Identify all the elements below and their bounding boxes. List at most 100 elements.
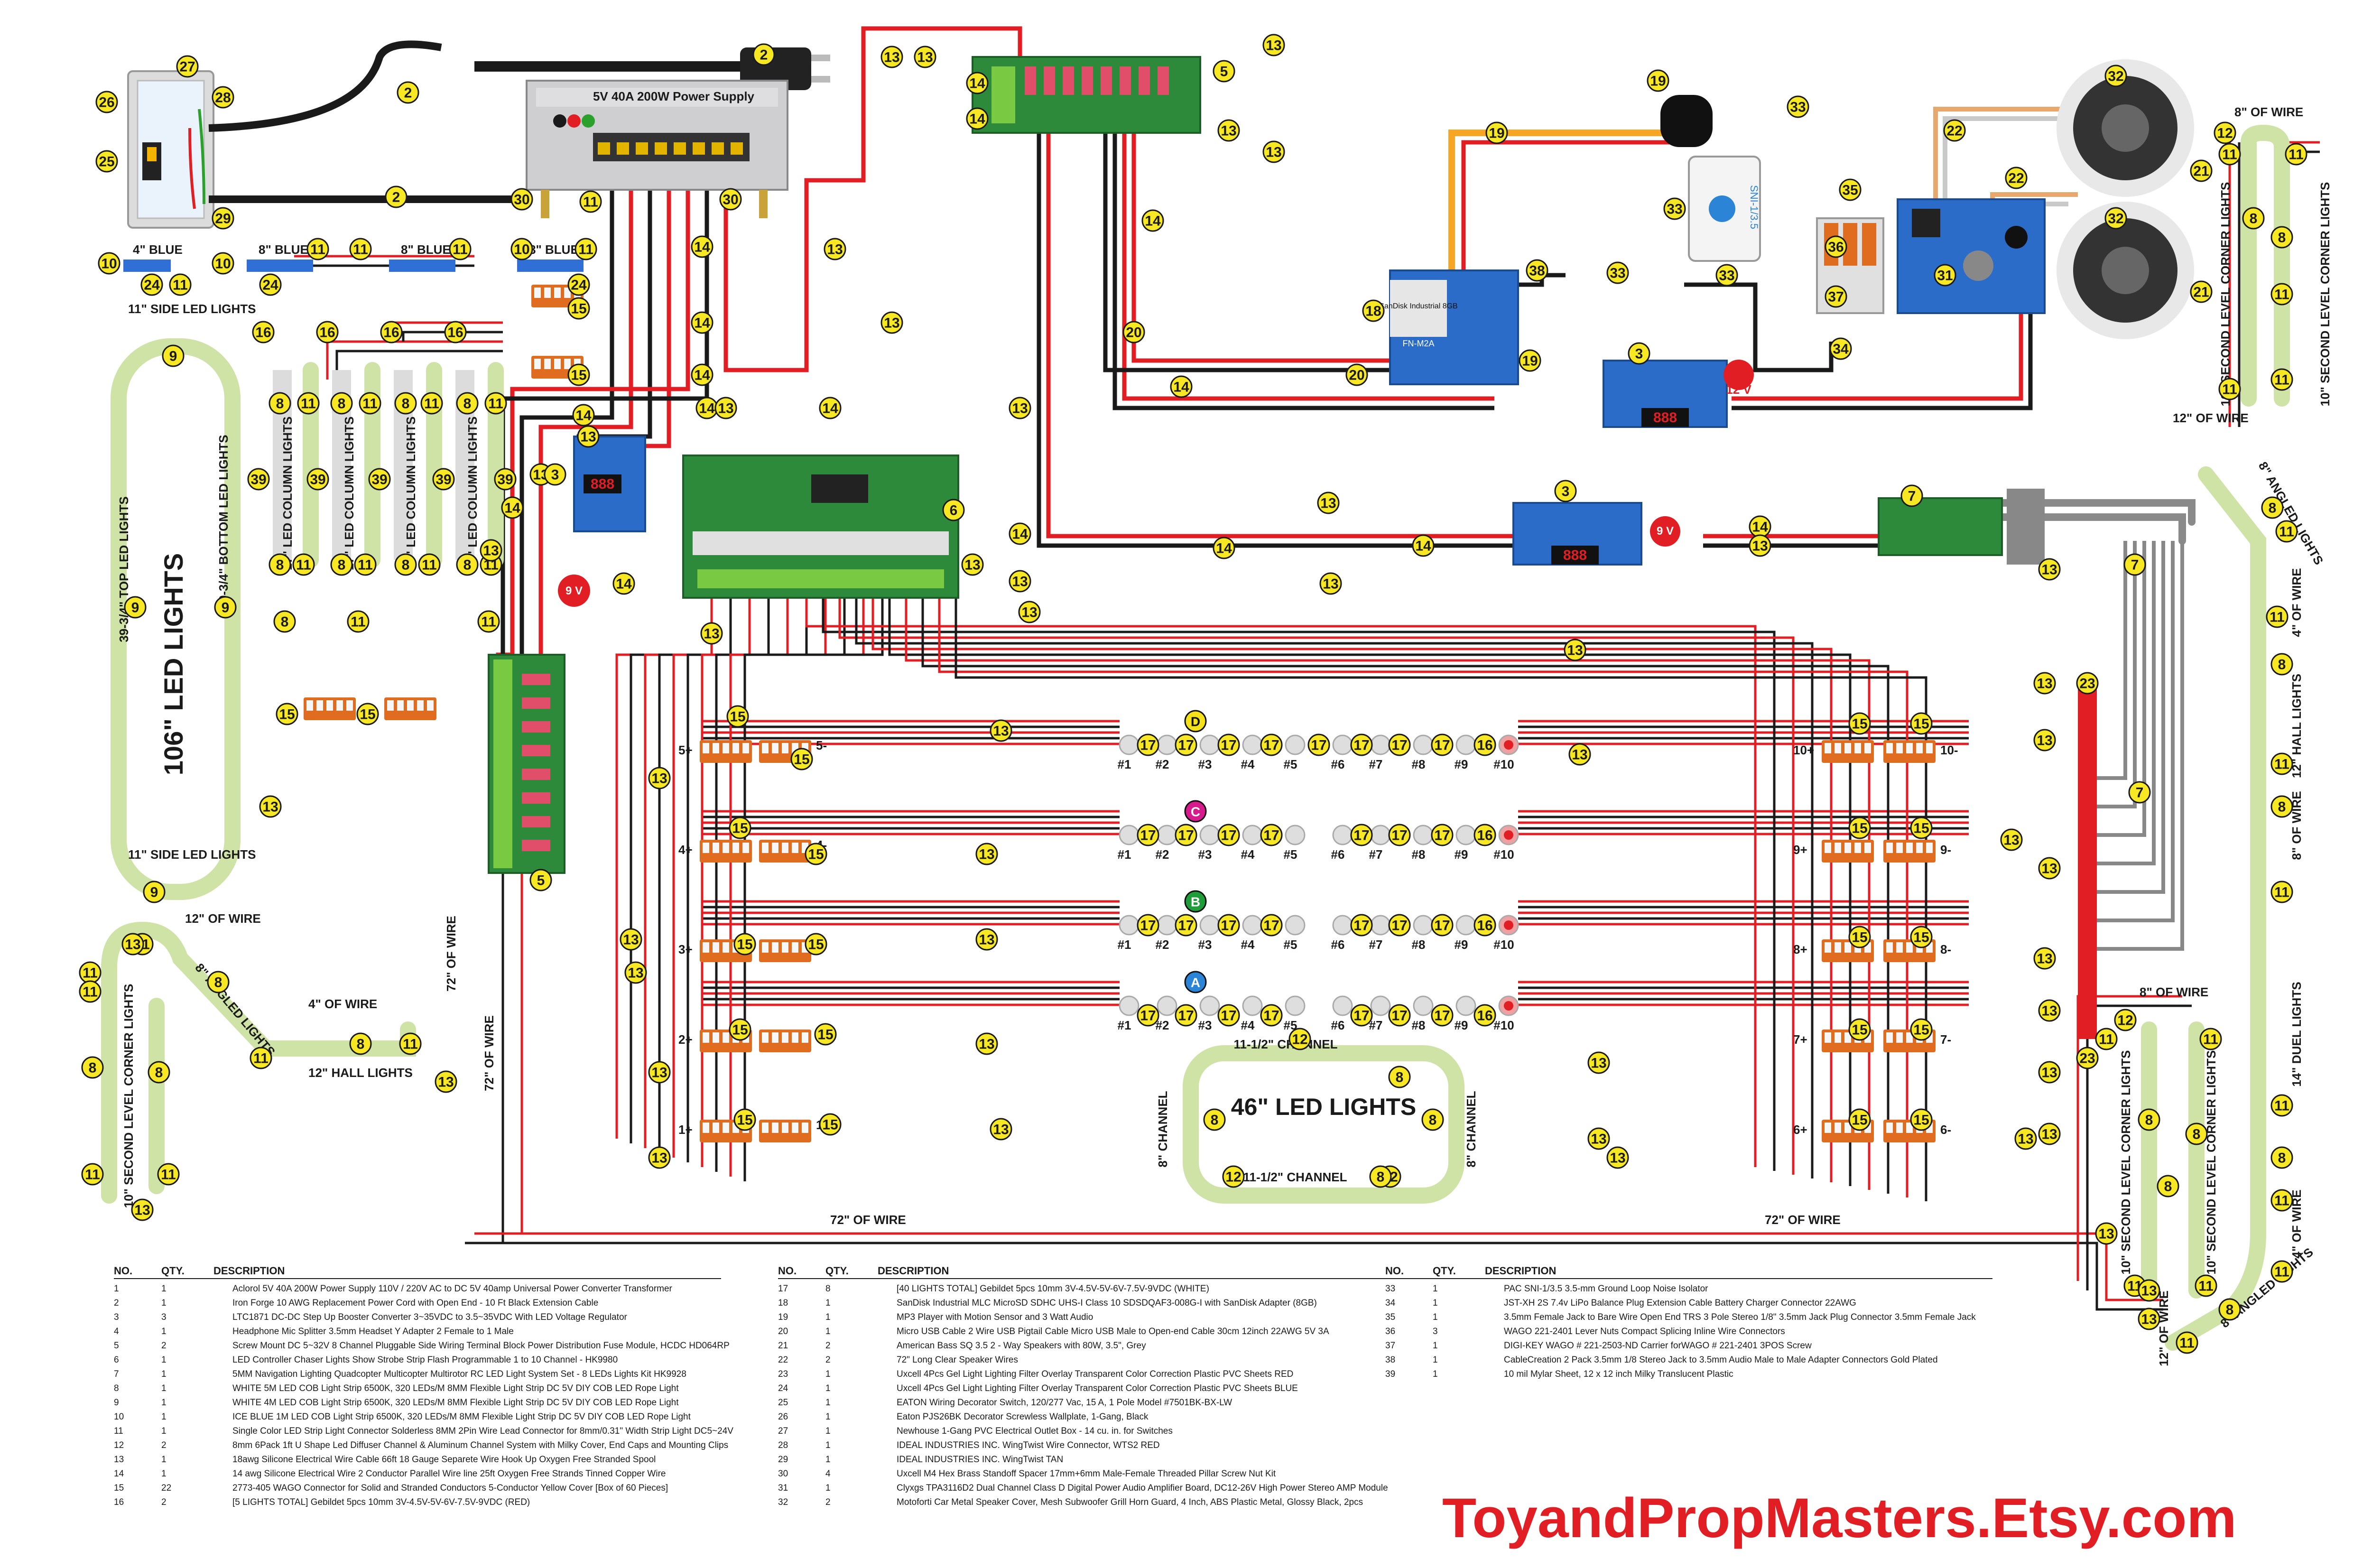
part-number-tag: 14 bbox=[612, 572, 635, 595]
part-number-tag: 32 bbox=[2104, 65, 2127, 87]
label-side-top: 11" SIDE LED LIGHTS bbox=[128, 302, 256, 316]
label-second-right-top-b: 10" SECOND LEVEL CORNER LIGHTS bbox=[2318, 182, 2332, 407]
svg-text:16: 16 bbox=[1477, 1008, 1492, 1024]
bulb-r3-c8: #8 bbox=[1412, 915, 1434, 952]
wago-label: 8- bbox=[1940, 942, 1951, 956]
red-gel-strip bbox=[2078, 678, 2097, 1039]
part-number-tag: 13 bbox=[1319, 572, 1342, 595]
part-number-tag: 8 bbox=[1369, 1165, 1392, 1188]
part-number-tag: 29 bbox=[212, 207, 234, 230]
bulb-r4-c4: #4 bbox=[1241, 995, 1263, 1032]
svg-text:13: 13 bbox=[2041, 1127, 2057, 1142]
svg-text:3: 3 bbox=[1562, 484, 1570, 500]
bulb-r3-c1: #1 bbox=[1118, 915, 1140, 952]
part-number-tag: 24 bbox=[567, 273, 590, 296]
svg-text:13: 13 bbox=[1752, 538, 1768, 554]
part-number-tag: 19 bbox=[1647, 69, 1669, 92]
bulb-r3-c7: #7 bbox=[1369, 915, 1391, 952]
part-number-tag: 8 bbox=[269, 553, 291, 576]
bulb-r3-c9: #9 bbox=[1455, 915, 1476, 952]
svg-text:13: 13 bbox=[651, 1065, 667, 1081]
svg-text:11: 11 bbox=[481, 614, 496, 630]
svg-text:9: 9 bbox=[114, 1398, 119, 1408]
bulb-r2-c2: #2 bbox=[1156, 825, 1177, 862]
svg-text:IDEAL INDUSTRIES INC. WingTwis: IDEAL INDUSTRIES INC. WingTwist Wire Con… bbox=[897, 1440, 1160, 1450]
channel-number-label: #10 bbox=[1493, 937, 1514, 952]
svg-text:1: 1 bbox=[1433, 1355, 1438, 1365]
bulb-r1-c10: #10 bbox=[1493, 734, 1519, 771]
label-wire-72-left-a: 72" OF WIRE bbox=[444, 916, 458, 992]
part-number-tag: 14 bbox=[1213, 537, 1235, 559]
svg-text:13: 13 bbox=[1572, 747, 1587, 763]
bulb-r1-c8: #8 bbox=[1412, 734, 1434, 771]
svg-text:2: 2 bbox=[161, 1440, 167, 1450]
part-number-tag: 15 bbox=[1910, 712, 1933, 735]
svg-text:30: 30 bbox=[723, 192, 738, 208]
svg-text:1: 1 bbox=[825, 1312, 831, 1322]
svg-text:13: 13 bbox=[1567, 643, 1583, 659]
svg-text:8: 8 bbox=[338, 557, 346, 573]
part-number-tag: 15 bbox=[790, 748, 813, 770]
svg-text:8: 8 bbox=[402, 396, 410, 412]
svg-text:15: 15 bbox=[737, 1113, 752, 1128]
svg-text:13: 13 bbox=[2037, 951, 2052, 967]
svg-text:11: 11 bbox=[2274, 287, 2289, 303]
svg-text:11: 11 bbox=[2274, 1264, 2289, 1280]
svg-text:37: 37 bbox=[1828, 289, 1844, 305]
wago-label: 8+ bbox=[1793, 942, 1807, 956]
part-number-tag: 8 bbox=[456, 392, 479, 415]
channel-number-label: #9 bbox=[1455, 937, 1468, 952]
part-number-tag: 13 bbox=[1009, 397, 1031, 419]
svg-text:39: 39 bbox=[310, 472, 325, 488]
bulb-r2-c3: #3 bbox=[1198, 825, 1220, 862]
part-number-tag: 11 bbox=[2195, 1274, 2217, 1297]
svg-text:1: 1 bbox=[1433, 1284, 1438, 1294]
label-wire-12-right-bottom: 12" OF WIRE bbox=[2157, 1290, 2171, 1366]
part-number-tag: 17 bbox=[1260, 824, 1283, 846]
svg-text:7: 7 bbox=[2131, 557, 2139, 573]
nav-light-controller bbox=[1878, 489, 2045, 565]
part-number-tag: 17 bbox=[1431, 914, 1454, 937]
part-number-tag: 8 bbox=[273, 610, 296, 633]
part-number-tag: 13 bbox=[2000, 828, 2023, 851]
part-number-tag: 3 bbox=[1628, 342, 1650, 365]
wago-left-minus bbox=[759, 1030, 811, 1052]
svg-text:11: 11 bbox=[301, 396, 316, 412]
svg-text:14: 14 bbox=[699, 401, 715, 417]
part-number-tag: 15 bbox=[805, 843, 827, 865]
svg-text:3: 3 bbox=[1433, 1327, 1438, 1336]
svg-text:1: 1 bbox=[161, 1455, 167, 1465]
channel-number-label: #6 bbox=[1331, 757, 1345, 771]
part-number-tag: 17 bbox=[1175, 824, 1197, 846]
svg-text:26: 26 bbox=[99, 95, 114, 111]
channel-number-label: #9 bbox=[1455, 847, 1468, 862]
part-number-tag: 17 bbox=[1137, 733, 1159, 756]
svg-text:15: 15 bbox=[732, 1022, 748, 1038]
channel-number-label: #1 bbox=[1118, 937, 1131, 952]
svg-text:NO.: NO. bbox=[1385, 1265, 1404, 1277]
part-number-tag: 7 bbox=[2123, 553, 2146, 576]
svg-text:Headphone Mic Splitter 3.5mm H: Headphone Mic Splitter 3.5mm Headset Y A… bbox=[232, 1327, 514, 1336]
svg-text:11: 11 bbox=[351, 614, 366, 630]
svg-text:QTY.: QTY. bbox=[825, 1265, 849, 1277]
bulb-r2-c9: #9 bbox=[1455, 825, 1476, 862]
part-number-tag: 11 bbox=[349, 238, 372, 260]
channel-number-label: #2 bbox=[1156, 847, 1169, 862]
part-number-tag: 13 bbox=[648, 1061, 671, 1084]
channel-number-label: #8 bbox=[1412, 1018, 1426, 1032]
part-number-tag: 16 bbox=[1473, 733, 1496, 756]
svg-text:1: 1 bbox=[825, 1383, 831, 1393]
part-number-tag: 8 bbox=[2270, 1146, 2293, 1169]
part-number-tag: 3 bbox=[544, 463, 566, 486]
svg-text:11: 11 bbox=[2222, 147, 2237, 163]
part-number-tag: 27 bbox=[176, 55, 199, 78]
part-number-tag: 16 bbox=[444, 321, 467, 343]
